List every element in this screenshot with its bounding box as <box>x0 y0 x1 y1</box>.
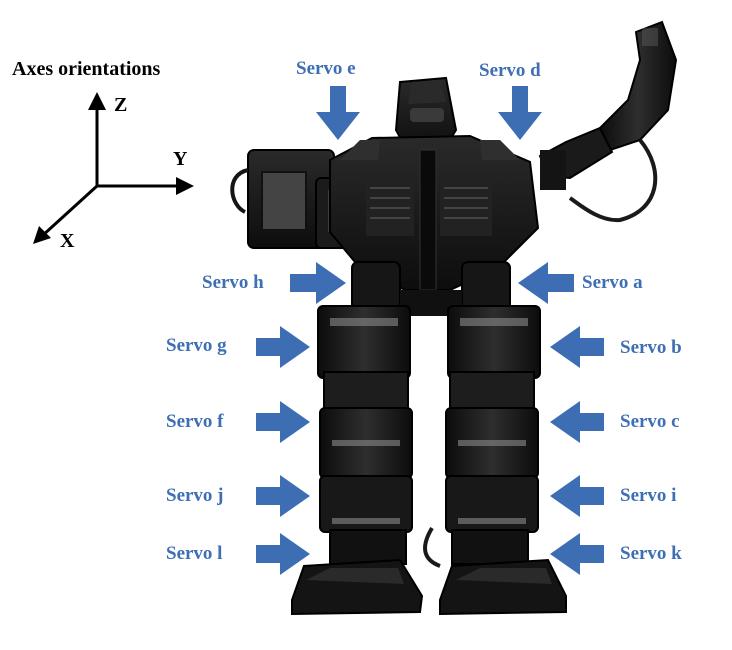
arrow-servo-h <box>290 262 346 304</box>
arrow-servo-k <box>550 533 604 575</box>
arrow-servo-a <box>518 262 574 304</box>
left-leg <box>291 305 424 616</box>
right-arm <box>538 20 678 223</box>
y-axis-label: Y <box>173 148 188 170</box>
label-servo-j: Servo j <box>166 485 224 506</box>
label-servo-i: Servo i <box>620 485 677 506</box>
x-axis-label: X <box>60 230 75 252</box>
arrow-servo-c <box>550 401 604 443</box>
arrow-servo-e <box>316 86 360 140</box>
label-servo-d: Servo d <box>479 60 541 81</box>
arrow-servo-l <box>256 533 310 575</box>
label-servo-f: Servo f <box>166 411 224 432</box>
axes-title: Axes orientations <box>12 58 161 80</box>
robot-torso <box>329 134 540 291</box>
label-servo-k: Servo k <box>620 543 682 564</box>
arrow-servo-i <box>550 475 604 517</box>
robot-head <box>394 76 458 154</box>
arrow-servo-j <box>256 475 310 517</box>
label-servo-b: Servo b <box>620 337 682 358</box>
label-servo-h: Servo h <box>202 272 264 293</box>
right-leg <box>423 305 567 616</box>
arrow-servo-b <box>550 326 604 368</box>
label-servo-e: Servo e <box>296 58 356 79</box>
label-servo-l: Servo l <box>166 543 223 564</box>
x-axis-arrowhead <box>33 226 51 244</box>
z-axis-label: Z <box>114 94 128 116</box>
arrow-servo-f <box>256 401 310 443</box>
z-axis-arrowhead <box>88 92 106 110</box>
label-servo-a: Servo a <box>582 272 643 293</box>
label-servo-g: Servo g <box>166 335 227 356</box>
x-axis-line <box>40 184 99 238</box>
label-servo-c: Servo c <box>620 411 680 432</box>
arrow-servo-d <box>498 86 542 140</box>
arrow-servo-g <box>256 326 310 368</box>
y-axis-arrowhead <box>176 177 194 195</box>
